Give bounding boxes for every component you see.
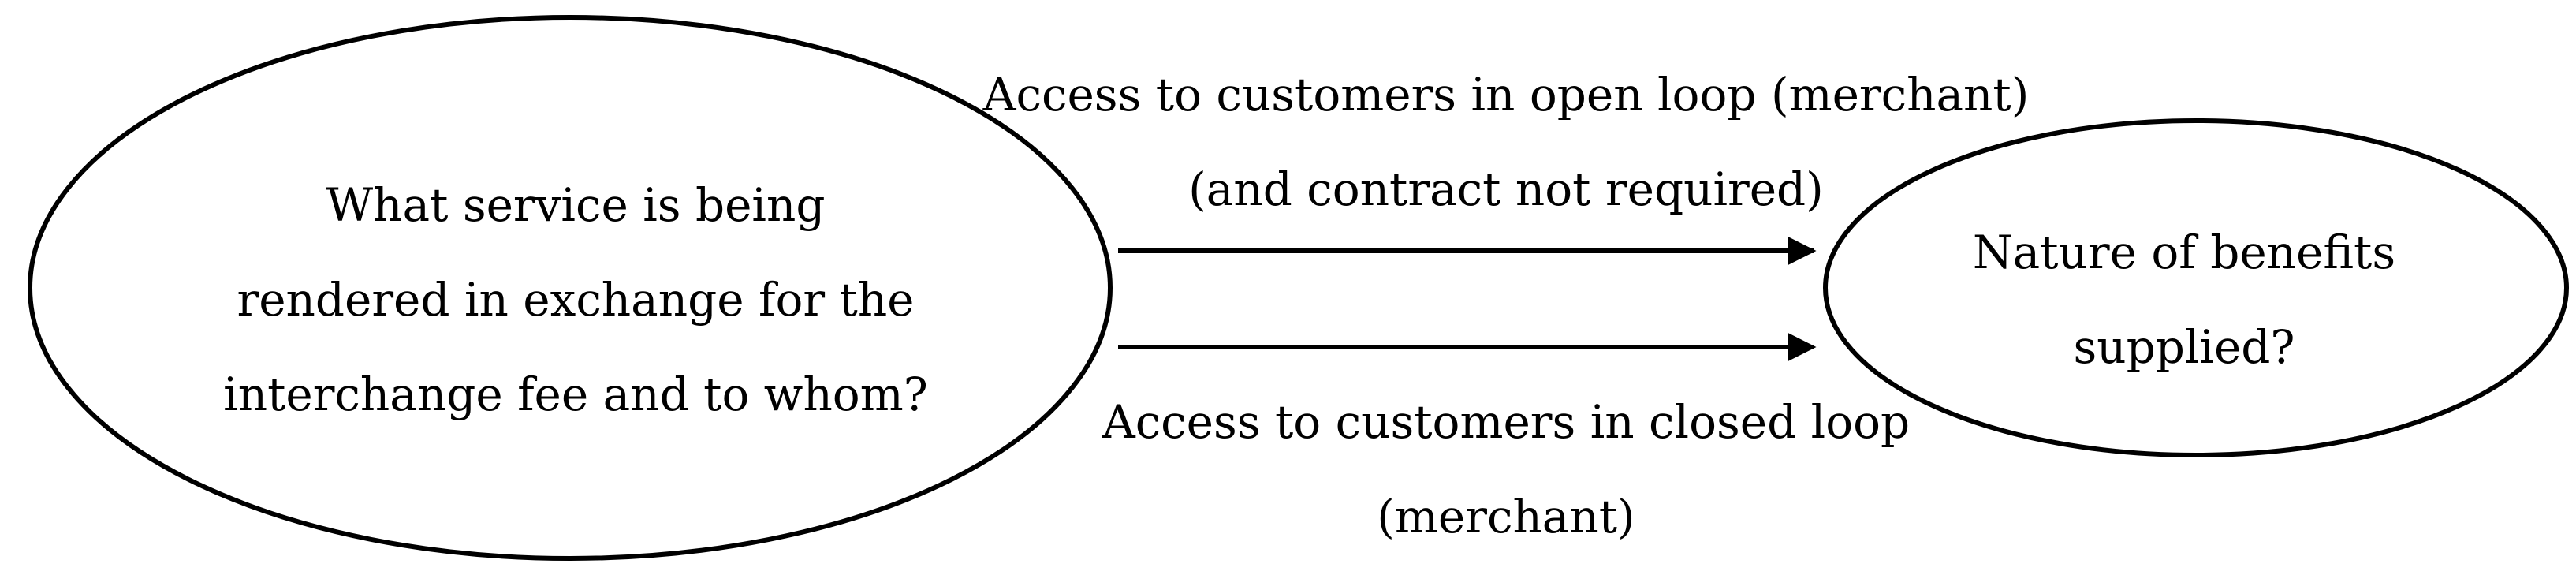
bottom-edge-label: Access to customers in closed loop (merc… [978,375,2034,564]
left-node-label: What service is being rendered in exchan… [189,158,962,442]
left-node-line-1: What service is being [326,178,826,232]
left-ellipse [28,15,1113,561]
top-edge-line-2: (and contract not required) [1188,162,1824,216]
left-node-line-3: interchange fee and to whom? [223,368,928,421]
right-node-line-2: supplied? [2073,320,2295,374]
right-node-label: Nature of benefits supplied? [1806,205,2563,394]
top-edge-line-1: Access to customers in open loop (mercha… [982,68,2030,121]
right-node-line-1: Nature of benefits [1972,226,2396,279]
left-node-line-2: rendered in exchange for the [237,273,915,327]
bottom-edge-line-1: Access to customers in closed loop [1102,395,1911,449]
right-ellipse [1823,118,2569,457]
top-edge-label: Access to customers in open loop (mercha… [978,47,2034,237]
bottom-edge-line-2: (merchant) [1377,490,1635,543]
